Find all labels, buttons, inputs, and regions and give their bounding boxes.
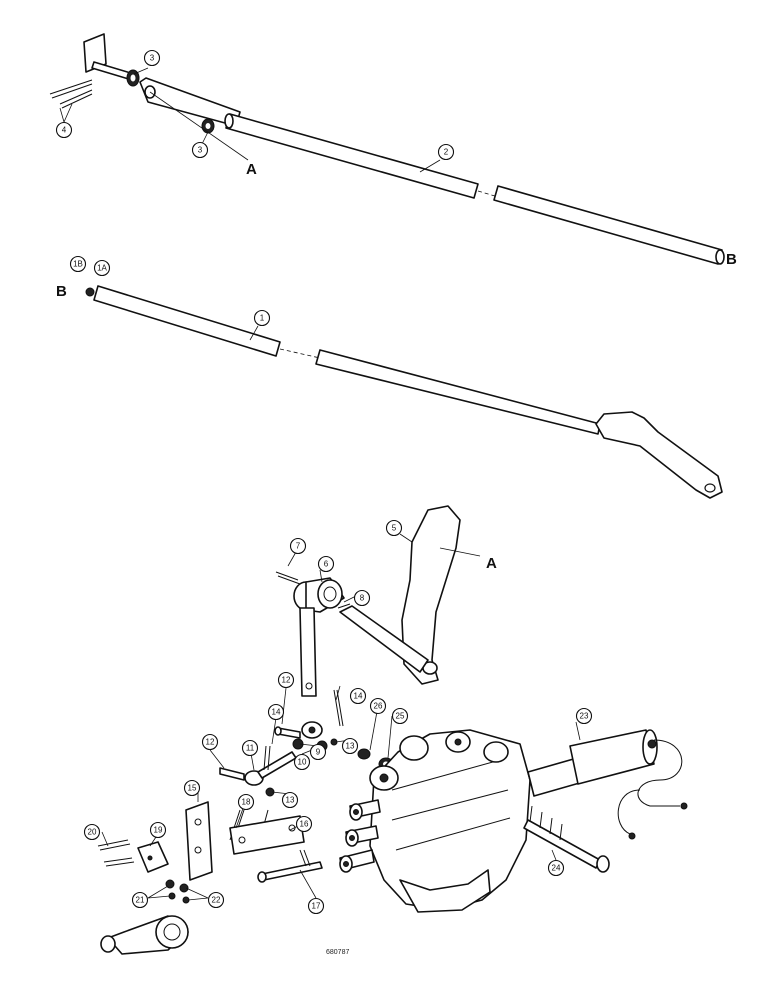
callout-12-lower: 12 — [201, 733, 219, 751]
callout-18: 18 — [237, 793, 255, 811]
callout-6: 6 — [317, 555, 335, 573]
callout-11: 11 — [241, 739, 259, 757]
reference-letter-b-mid: B — [56, 283, 67, 300]
svg-text:15: 15 — [188, 784, 197, 793]
callout-15: 15 — [183, 779, 201, 797]
bracket-assembly — [97, 801, 323, 955]
callout-13-upper: 13 — [341, 737, 359, 755]
reference-letter-a-top: A — [246, 161, 257, 178]
callout-8: 8 — [353, 589, 371, 607]
callout-1a: 1A — [93, 259, 111, 277]
callout-25: 25 — [391, 707, 409, 725]
svg-text:11: 11 — [246, 744, 255, 753]
callout-3-top: 3 — [143, 49, 161, 67]
callout-14-lower: 14 — [267, 703, 285, 721]
svg-text:12: 12 — [282, 676, 291, 685]
control-valve — [339, 705, 688, 913]
svg-text:12: 12 — [206, 738, 215, 747]
callout-1b: 1B — [69, 255, 87, 273]
callout-17: 17 — [307, 897, 325, 915]
svg-text:13: 13 — [286, 796, 295, 805]
callout-23: 23 — [575, 707, 593, 725]
svg-text:5: 5 — [392, 524, 397, 533]
lever-5-assembly — [275, 505, 481, 697]
svg-text:17: 17 — [312, 902, 321, 911]
svg-text:13: 13 — [346, 742, 355, 751]
callout-20: 20 — [83, 823, 101, 841]
svg-text:24: 24 — [552, 864, 561, 873]
svg-text:19: 19 — [154, 826, 163, 835]
svg-text:4: 4 — [62, 126, 67, 135]
reference-letter-a-lower: A — [486, 555, 497, 572]
callout-22: 22 — [207, 891, 225, 909]
svg-text:1: 1 — [260, 314, 265, 323]
rod-1-assembly — [85, 285, 723, 499]
svg-text:3: 3 — [150, 54, 155, 63]
drawing-reference-number: 680787 — [326, 949, 349, 956]
svg-text:2: 2 — [444, 148, 449, 157]
callout-16: 16 — [295, 815, 313, 833]
rod-2-assembly — [49, 33, 725, 265]
callout-12-upper: 12 — [277, 671, 295, 689]
callout-24: 24 — [547, 859, 565, 877]
svg-text:1A: 1A — [97, 264, 107, 273]
svg-text:14: 14 — [272, 708, 281, 717]
svg-text:1B: 1B — [73, 260, 83, 269]
callout-7: 7 — [289, 537, 307, 555]
svg-text:20: 20 — [88, 828, 97, 837]
callout-13-lower: 13 — [281, 791, 299, 809]
svg-text:23: 23 — [580, 712, 589, 721]
callout-10: 10 — [293, 753, 311, 771]
callout-1: 1 — [253, 309, 271, 327]
svg-text:18: 18 — [242, 798, 251, 807]
svg-text:22: 22 — [212, 896, 221, 905]
callout-4: 4 — [55, 121, 73, 139]
callout-2: 2 — [437, 143, 455, 161]
svg-text:10: 10 — [298, 758, 307, 767]
svg-text:26: 26 — [374, 702, 383, 711]
svg-text:7: 7 — [296, 542, 301, 551]
linkage-hardware — [219, 689, 394, 797]
callout-26: 26 — [369, 697, 387, 715]
callout-3-lower: 3 — [191, 141, 209, 159]
svg-text:8: 8 — [360, 594, 365, 603]
callout-14-upper: 14 — [349, 687, 367, 705]
svg-text:6: 6 — [324, 560, 329, 569]
svg-text:14: 14 — [354, 692, 363, 701]
callout-9: 9 — [309, 743, 327, 761]
callout-21: 21 — [131, 891, 149, 909]
svg-text:3: 3 — [198, 146, 203, 155]
reference-letter-b-top: B — [726, 251, 737, 268]
callout-19: 19 — [149, 821, 167, 839]
callout-5: 5 — [385, 519, 403, 537]
svg-text:9: 9 — [316, 748, 321, 757]
svg-text:25: 25 — [396, 712, 405, 721]
svg-text:16: 16 — [300, 820, 309, 829]
svg-text:21: 21 — [136, 896, 145, 905]
